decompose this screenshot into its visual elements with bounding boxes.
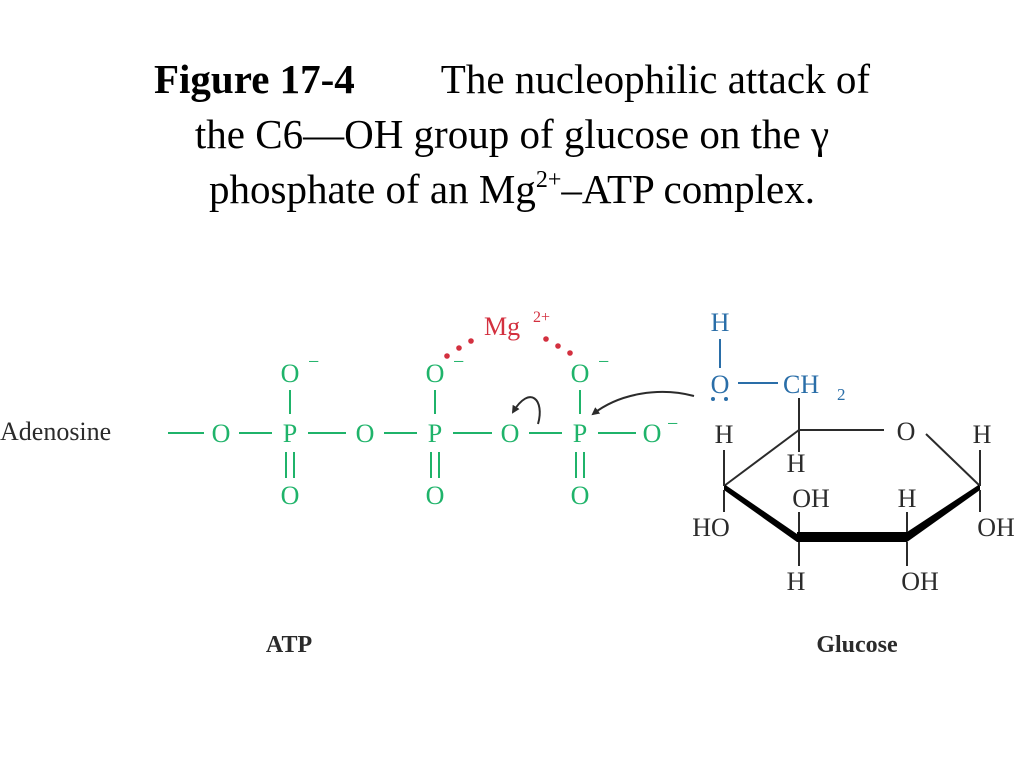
- title-text-3a: phosphate of an Mg: [209, 166, 536, 212]
- c4-ho: HO: [692, 513, 730, 542]
- atp-minus-gamma: −: [598, 351, 609, 373]
- atp-caption: ATP: [266, 632, 312, 658]
- atp-o-gamma-double: O: [571, 481, 590, 510]
- c2-h: H: [898, 484, 917, 513]
- title-line-3: phosphate of an Mg2+–ATP complex.: [0, 162, 1024, 217]
- atp-minus-beta: −: [453, 351, 464, 373]
- electron-push-arrow-small: [511, 396, 541, 425]
- title-text-1: The nucleophilic attack of: [440, 56, 870, 102]
- atp-o-bridge-3: O: [501, 419, 520, 448]
- figure-title: Figure 17-4 The nucleophilic attack of th…: [0, 52, 1024, 217]
- mg-coordination-dots-right: [543, 336, 573, 356]
- c5-h: H: [787, 449, 806, 478]
- glucose-hydroxyl: H O CH 2: [711, 308, 846, 404]
- title-text-3b: –ATP complex.: [561, 166, 815, 212]
- atp-o-terminal: O: [643, 419, 662, 448]
- ring-oxygen: O: [897, 417, 916, 446]
- atp-o-alpha-top: O: [281, 359, 300, 388]
- atp-o-bridge-2: O: [356, 419, 375, 448]
- c3-h: H: [787, 567, 806, 596]
- glucose-ring: O H H OH H HO OH H H OH: [692, 398, 1015, 596]
- title-line-2: the C6—OH group of glucose on the γ: [194, 111, 830, 157]
- lone-pair-dots: [711, 397, 728, 401]
- c2-oh: OH: [901, 567, 939, 596]
- ch2-label: CH: [783, 370, 819, 399]
- atp-structure: Adenosine O P O − O O P O − O O P O − O: [0, 351, 678, 510]
- atp-p-gamma: P: [573, 419, 587, 448]
- wedge-bond-left: [724, 484, 797, 542]
- hydroxyl-h: H: [711, 308, 730, 337]
- atp-o-beta-top: O: [426, 359, 445, 388]
- atp-p-beta: P: [428, 419, 442, 448]
- atp-o-beta-double: O: [426, 481, 445, 510]
- wedge-bond-right: [907, 484, 980, 542]
- figure-label: Figure 17-4: [154, 56, 355, 102]
- title-line-1: Figure 17-4 The nucleophilic attack of: [0, 52, 1024, 107]
- mg-charge: 2+: [533, 309, 550, 326]
- mg-ion: Mg 2+: [484, 309, 550, 341]
- bold-bond-bottom: [797, 532, 907, 542]
- atp-minus-alpha: −: [308, 351, 319, 373]
- c3-oh: OH: [792, 484, 830, 513]
- c4-h: H: [715, 420, 734, 449]
- bond: [925, 433, 981, 487]
- atp-o-alpha-double: O: [281, 481, 300, 510]
- title-superscript: 2+: [535, 167, 562, 193]
- mg-coordination-dots-left: [444, 338, 474, 359]
- bond: [723, 429, 800, 487]
- adenosine-label: Adenosine: [0, 417, 111, 446]
- nucleophilic-attack-arrow: [591, 390, 695, 416]
- atp-o-gamma-top: O: [571, 359, 590, 388]
- atp-o-bridge-1: O: [212, 419, 231, 448]
- atp-p-alpha: P: [283, 419, 297, 448]
- ch2-subscript: 2: [837, 385, 846, 404]
- hydroxyl-o: O: [711, 370, 730, 399]
- atp-minus-terminal: −: [667, 413, 678, 435]
- glucose-caption: Glucose: [816, 632, 898, 658]
- c1-oh: OH: [977, 513, 1015, 542]
- mg-label: Mg: [484, 312, 520, 341]
- c1-h: H: [973, 420, 992, 449]
